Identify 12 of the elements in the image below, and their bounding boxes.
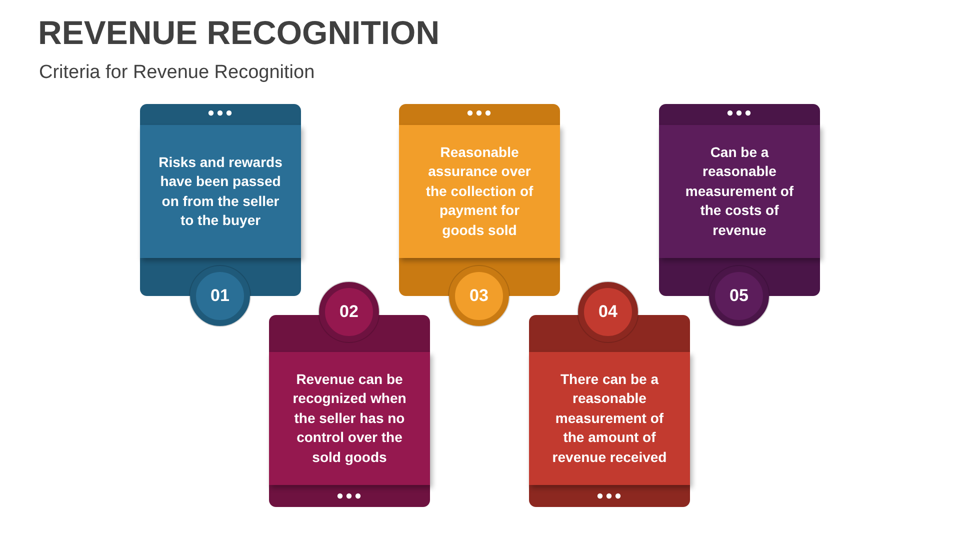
number-badge: 04 <box>578 282 638 342</box>
number-badge: 01 <box>190 266 250 326</box>
title: REVENUE RECOGNITION <box>38 14 440 52</box>
criterion-text: There can be a reasonable measurement of the amount of revenue received <box>551 370 668 467</box>
subtitle: Criteria for Revenue Recognition <box>39 62 315 84</box>
criterion-text: Can be a reasonable measurement of the costs of revenue <box>684 142 795 240</box>
number-badge: 02 <box>319 282 379 342</box>
criterion-text: Reasonable assurance over the collection of payment for goods sold <box>424 142 534 240</box>
number-badge: 03 <box>449 266 509 326</box>
criterion-text: Revenue can be recognized when the seller has no control over the sold goods <box>292 370 408 467</box>
criterion-text: Risks and rewards have been passed on from the seller to the buyer <box>158 152 282 230</box>
number-badge: 05 <box>709 266 769 326</box>
